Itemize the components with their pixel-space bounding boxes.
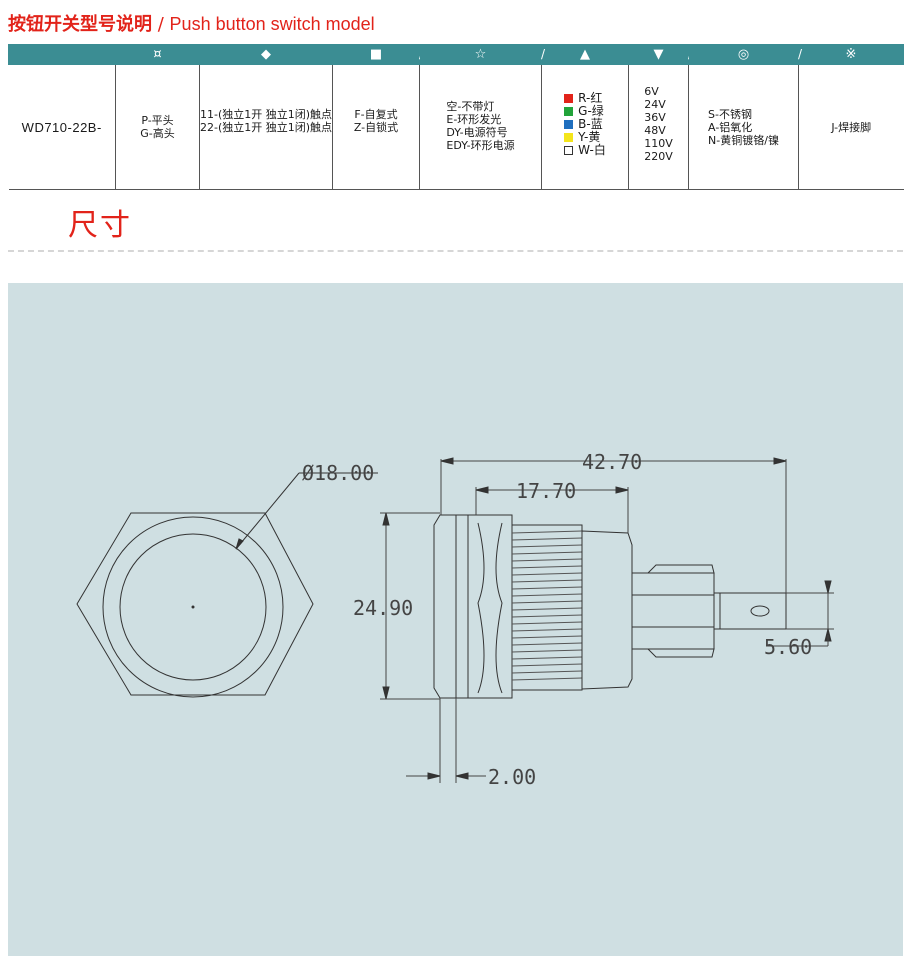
- symbol-action: ■/: [332, 44, 423, 65]
- label-height: 24.90: [353, 596, 413, 620]
- dashed-divider: [8, 250, 903, 252]
- label-pitch: 5.60: [764, 635, 812, 659]
- color-yellow: Y-黄: [564, 130, 606, 144]
- label-thread-length: 17.70: [516, 479, 576, 503]
- page-title: 按钮开关型号说明 / Push button switch model: [8, 10, 375, 36]
- solder-tab: [713, 592, 787, 630]
- symbol-voltage: ▼/: [628, 44, 692, 65]
- label-total-length: 42.70: [582, 450, 642, 474]
- outer-ring: [102, 516, 284, 698]
- symbol-terminal: ※: [798, 44, 904, 65]
- color-white: W-白: [564, 143, 606, 157]
- symbol-material: ◎/: [688, 44, 802, 65]
- upper-terminal: [631, 572, 715, 596]
- symbol-header-row: ¤ ◆ ■/ ☆/ ▲ ▼/ ◎/ ※: [8, 44, 904, 65]
- color-green: G-绿: [564, 104, 606, 118]
- title-english: Push button switch model: [169, 14, 375, 34]
- solder-hole: [750, 605, 770, 617]
- inner-button-circle: [119, 533, 267, 681]
- thread-lines: [511, 530, 583, 681]
- color-blue: B-蓝: [564, 117, 606, 131]
- symbol-blank: [8, 44, 116, 65]
- terminal-cell: J-焊接脚: [798, 65, 904, 190]
- hex-nut-outline: [76, 512, 314, 696]
- label-flange: 2.00: [488, 765, 536, 789]
- title-separator: /: [157, 14, 164, 35]
- model-spec-table: ¤ ◆ ■/ ☆/ ▲ ▼/ ◎/ ※ WD710-22B- P-平头G-高头 …: [8, 44, 904, 190]
- symbol-color: ▲: [541, 44, 629, 65]
- symbol-light: ☆/: [419, 44, 545, 65]
- center-dot: [191, 605, 195, 609]
- title-chinese: 按钮开关型号说明: [8, 14, 152, 35]
- hex-nut-side: [467, 514, 513, 699]
- technical-drawing: Ø18.00 42.70 17.70 24.90 2.00 5.60: [8, 283, 903, 956]
- dimensions-heading: 尺寸: [68, 208, 132, 243]
- rear-housing: [581, 530, 633, 690]
- label-diameter: Ø18.00: [302, 461, 374, 485]
- bezel-flange: [433, 514, 469, 699]
- symbol-head: ¤: [115, 44, 200, 65]
- symbol-contacts: ◆: [199, 44, 333, 65]
- model-number: WD710-22B-: [8, 65, 116, 190]
- diameter-leader: [235, 472, 300, 550]
- lower-terminal: [631, 626, 715, 650]
- drawing-svg: Ø18.00 42.70 17.70 24.90 2.00 5.60: [76, 450, 834, 789]
- color-cell: R-红 G-绿 B-蓝 Y-黄 W-白: [541, 65, 629, 190]
- color-red: R-红: [564, 91, 606, 105]
